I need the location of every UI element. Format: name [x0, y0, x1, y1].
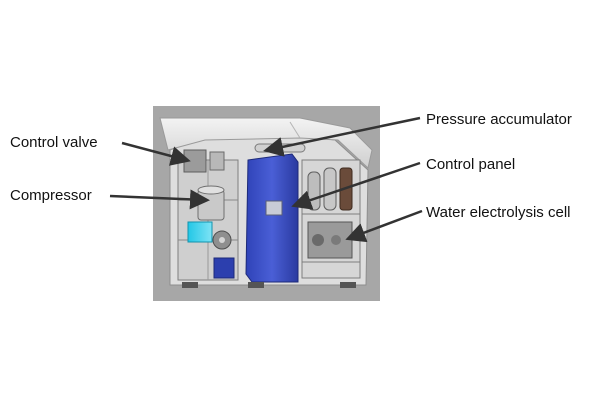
control-valve-block: [183, 149, 207, 173]
label-compressor: Compressor: [10, 187, 92, 204]
lid-edge: [289, 121, 301, 139]
tank-1: [307, 171, 321, 211]
label-water-electrolysis-cell: Water electrolysis cell: [426, 204, 571, 221]
arrow-pressure-accumulator: [263, 116, 421, 157]
arrow-control-valve: [121, 141, 191, 166]
arrow-water-electrolysis-cell: [345, 209, 423, 243]
blue-enclosure: [245, 153, 299, 283]
housing-lid: [159, 117, 373, 169]
blue-base-module: [213, 257, 235, 279]
arrow-control-panel: [291, 161, 421, 210]
label-control-valve: Control valve: [10, 134, 98, 151]
arrow-compressor: [109, 189, 210, 210]
tank-2: [323, 167, 337, 211]
label-pressure-accumulator: Pressure accumulator: [426, 111, 572, 128]
label-control-panel: Control panel: [426, 156, 516, 173]
cyan-component: [187, 221, 213, 243]
control-panel-display: [265, 200, 283, 216]
